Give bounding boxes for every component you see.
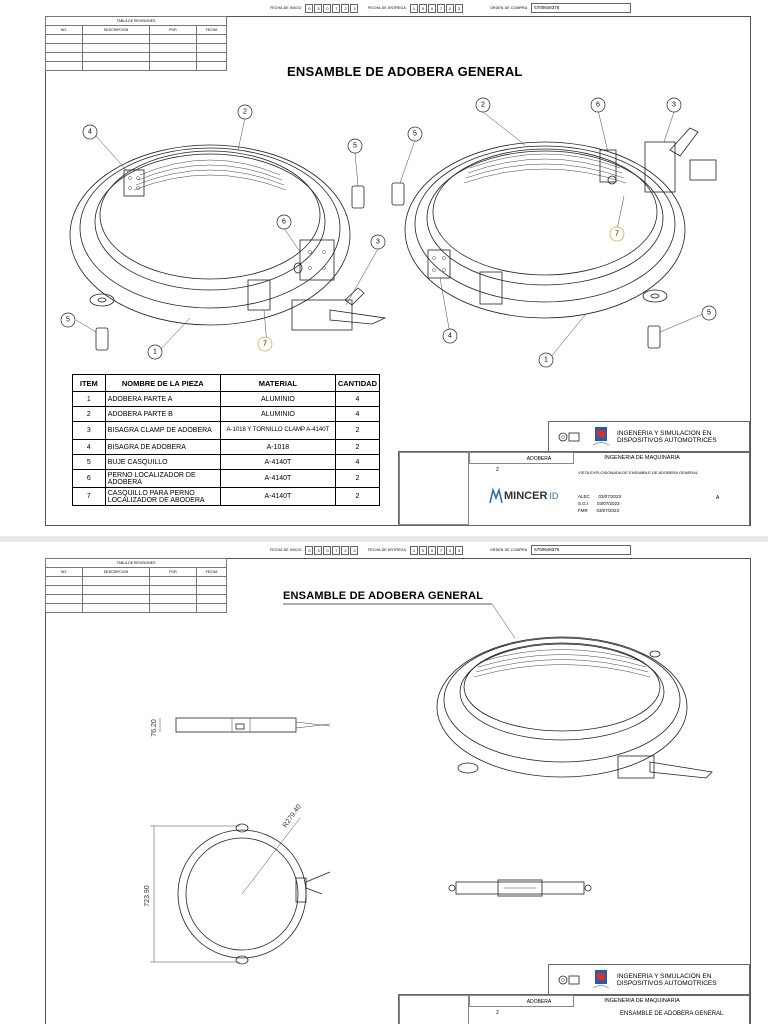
institution-seal-icon — [592, 970, 610, 989]
revision-letter: A — [716, 495, 720, 501]
revisions-table: TABLA DE REVISIONES NO. DESCRIPCION POR … — [45, 16, 227, 71]
svg-text:7: 7 — [263, 341, 267, 348]
svg-text:R279.40: R279.40 — [282, 803, 303, 829]
balloon-3-left: 3 — [370, 234, 386, 250]
top-view: R279.40 723.90 — [144, 803, 331, 965]
svg-text:2: 2 — [243, 109, 247, 116]
svg-text:5: 5 — [353, 143, 357, 150]
svg-text:6: 6 — [282, 219, 286, 226]
bom-header-row: ITEM NOMBRE DE LA PIEZA MATERIAL CANTIDA… — [72, 374, 381, 392]
bill-of-materials-table: ITEM NOMBRE DE LA PIEZA MATERIAL CANTIDA… — [72, 374, 381, 506]
left-hinge-4 — [123, 169, 145, 197]
svg-text:5: 5 — [707, 310, 711, 317]
balloon-4-right: 4 — [442, 328, 458, 344]
balloon-2-right: 2 — [475, 97, 491, 113]
page-gap — [0, 536, 768, 542]
svg-text:4: 4 — [88, 129, 92, 136]
drawing-title: ENSAMBLE DE ADOBERA GENERAL — [620, 1011, 724, 1017]
key-logo-icon — [558, 432, 580, 442]
title-block: ADOBERA 2 INGENERIA DE MAQUINARIA VISTA … — [398, 451, 750, 526]
balloon-6-right: 6 — [590, 97, 606, 113]
side-view: 76.20 — [151, 717, 331, 737]
svg-text:3: 3 — [672, 102, 676, 109]
right-bushing-5 — [647, 325, 661, 349]
svg-text:6: 6 — [596, 102, 600, 109]
balloon-7-right: 7 — [609, 226, 625, 242]
svg-text:1: 1 — [153, 349, 157, 356]
leader-lines — [75, 109, 704, 359]
left-clamp-ring — [69, 144, 351, 326]
balloon-3-right: 3 — [666, 97, 682, 113]
balloon-6-left: 6 — [276, 214, 292, 230]
organization-logo-box: INGENERIA Y SIMULACION EN DISPOSITIVOS A… — [548, 964, 750, 996]
key-logo-icon — [558, 975, 580, 985]
right-locator-block — [599, 149, 617, 185]
organization-name: INGENERIA Y SIMULACION EN DISPOSITIVOS A… — [617, 430, 717, 444]
svg-text:76.20: 76.20 — [151, 719, 158, 737]
svg-text:2: 2 — [481, 102, 485, 109]
left-clamp-3 — [291, 287, 387, 331]
svg-text:723.90: 723.90 — [144, 885, 151, 907]
right-clamp-ring — [404, 141, 686, 319]
balloon-7-left: 7 — [257, 336, 273, 352]
company-logo: MINCER ID — [489, 487, 558, 504]
exploded-view-drawing: 4 2 6 3 5 5 5 1 7 2 6 3 7 5 4 1 — [60, 97, 717, 368]
assembly-views-drawing: 76.20 R279.40 723.90 — [144, 603, 713, 965]
svg-text:7: 7 — [615, 231, 619, 238]
balloon-1-left: 1 — [147, 344, 163, 360]
organization-logo-box: INGENERIA Y SIMULACION EN DISPOSITIVOS A… — [548, 421, 750, 453]
right-hinge-4 — [427, 249, 503, 305]
purchase-order: ORDEN DE COMPRA 5700648376 — [490, 545, 632, 555]
svg-text:1: 1 — [544, 357, 548, 364]
balloon-5-right: 5 — [701, 305, 717, 321]
balloon-5-left-c: 5 — [60, 312, 76, 328]
organization-name: INGENERIA Y SIMULACION EN DISPOSITIVOS A… — [617, 973, 717, 987]
department: INGENERIA DE MAQUINARIA — [604, 455, 680, 461]
left-bushings-5 — [95, 182, 405, 351]
revisions-table: TABLA DE REVISIONES NO. DESCRIPCION POR … — [45, 558, 227, 613]
balloon-1-right: 1 — [538, 352, 554, 368]
title-block: ADOBERA 2 INGENERIA DE MAQUINARIA ENSAMB… — [398, 994, 750, 1024]
part-name: ADOBERA — [526, 456, 552, 462]
institution-seal-icon — [592, 427, 610, 446]
balloon-5-left-a: 5 — [347, 138, 363, 154]
page-title: ENSAMBLE DE ADOBERA GENERAL — [287, 64, 523, 79]
mincer-logo-icon — [489, 487, 503, 504]
drawing-title: VISTA EXPLOSIONADA DE ENSAMBLE DE ADOBER… — [578, 470, 698, 475]
purchase-order: ORDEN DE COMPRA 5700648376 — [490, 3, 632, 13]
quantity: 2 — [496, 467, 499, 473]
balloon-5-left-b: 5 — [407, 126, 423, 142]
drawing-frame — [45, 558, 751, 1024]
page-title: ENSAMBLE DE ADOBERA GENERAL — [283, 590, 484, 602]
balloon-2-left: 2 — [237, 104, 253, 120]
svg-text:5: 5 — [66, 317, 70, 324]
svg-text:5: 5 — [413, 131, 417, 138]
left-locator-block — [247, 239, 335, 311]
approvals: ALEC 03/07/2023 S.G.I 03/07/2023 FMR 03/… — [578, 494, 622, 513]
front-view — [448, 879, 592, 897]
isometric-view — [436, 636, 713, 779]
balloon-4-left: 4 — [82, 124, 98, 140]
svg-text:3: 3 — [376, 239, 380, 246]
right-clamp-3 — [644, 127, 717, 193]
svg-text:4: 4 — [448, 333, 452, 340]
